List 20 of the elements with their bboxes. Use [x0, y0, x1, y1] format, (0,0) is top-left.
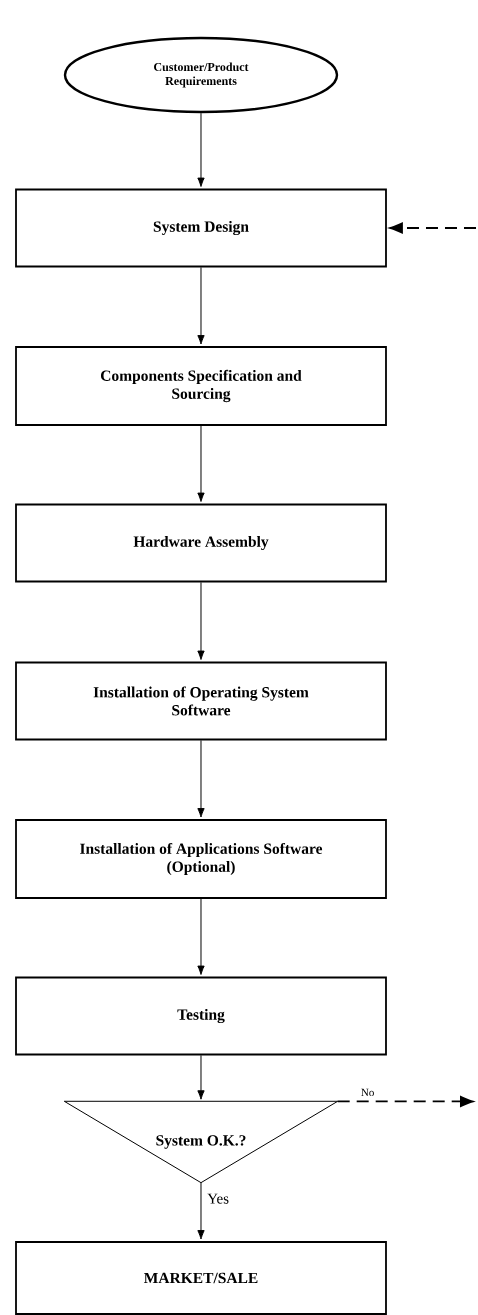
arrow — [197, 1054, 205, 1100]
process-box: MARKET/SALE — [15, 1241, 387, 1315]
arrow — [386, 222, 477, 234]
arrow — [197, 1182, 205, 1240]
arrow — [336, 1095, 476, 1108]
arrow — [197, 266, 205, 345]
process-box: Installation of Operating System Software — [15, 661, 387, 741]
edge-label: Yes — [206, 1192, 230, 1205]
process-box: System Design — [15, 188, 387, 268]
process-box: Hardware Assembly — [15, 503, 387, 583]
arrow — [197, 581, 205, 660]
arrow — [197, 425, 205, 502]
decision-triangle: System O.K.? — [63, 1100, 339, 1184]
edge-label: No — [359, 1087, 376, 1098]
process-box: Installation of Applications Software (Optional) — [15, 819, 387, 899]
arrow — [197, 898, 205, 975]
process-box: Components Specification and Sourcing — [15, 346, 387, 426]
arrow — [197, 112, 205, 187]
process-box: Testing — [15, 976, 387, 1056]
arrow — [197, 739, 205, 818]
